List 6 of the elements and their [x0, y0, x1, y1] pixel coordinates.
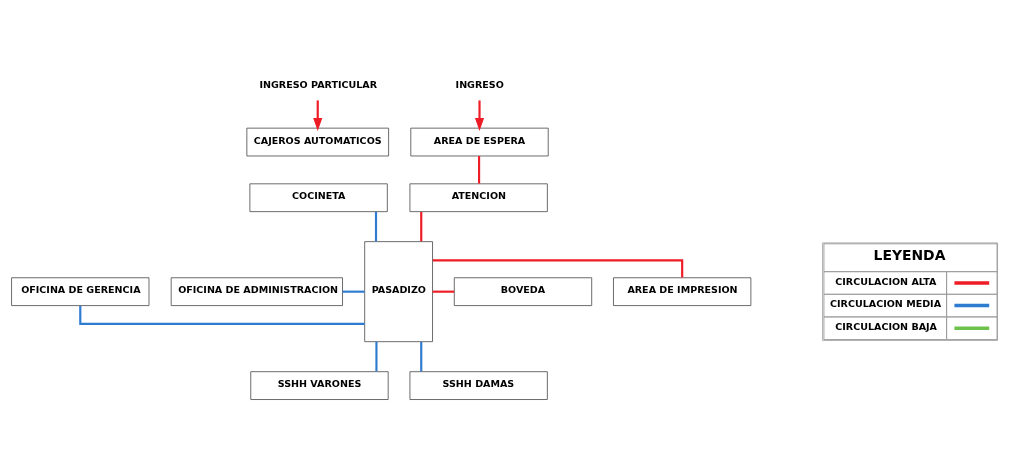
legend-label: CIRCULACION MEDIA — [830, 297, 942, 309]
label: LEYENDA — [873, 246, 946, 263]
node-text: INGRESO — [455, 78, 504, 90]
legend-label: CIRCULACION BAJA — [835, 320, 937, 332]
node-text: INGRESO PARTICULAR — [259, 78, 378, 90]
legend-label: CIRCULACION ALTA — [835, 275, 937, 287]
